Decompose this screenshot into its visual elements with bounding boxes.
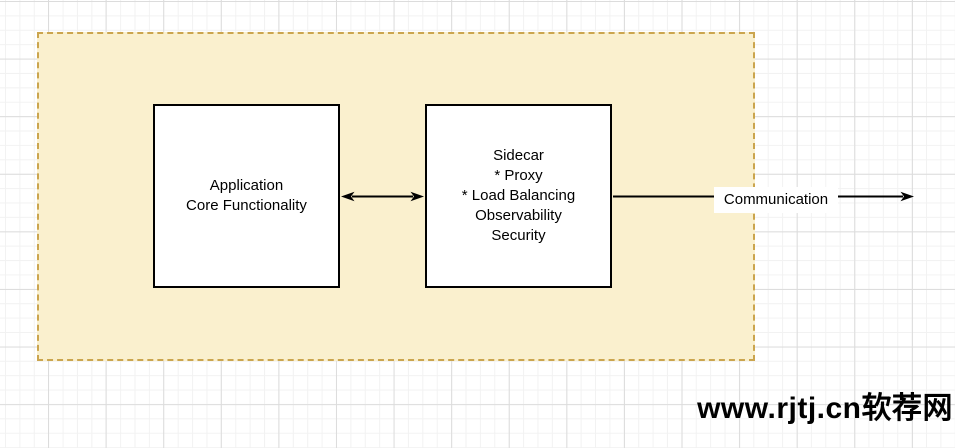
communication-edge-label[interactable]: Communication — [714, 187, 838, 213]
sidecar-line-1: Sidecar — [493, 147, 544, 164]
sidecar-node-text: Sidecar * Proxy * Load Balancing Observa… — [462, 146, 575, 246]
application-line-2: Core Functionality — [186, 197, 307, 214]
application-line-1: Application — [209, 177, 284, 194]
sidecar-node[interactable]: Sidecar * Proxy * Load Balancing Observa… — [425, 104, 612, 288]
pattern-group-container[interactable] — [37, 32, 755, 361]
sidecar-line-3: * Load Balancing — [461, 187, 576, 204]
sidecar-line-4: Observability — [475, 207, 562, 224]
sidecar-line-5: Security — [491, 227, 546, 244]
application-node-text: Application Core Functionality — [186, 176, 307, 216]
arrowhead-communication-icon — [900, 191, 914, 202]
sidecar-line-2: * Proxy — [494, 167, 543, 184]
watermark-text: www.rjtj.cn软荐网 — [697, 392, 953, 425]
application-node[interactable]: Application Core Functionality — [153, 104, 340, 288]
